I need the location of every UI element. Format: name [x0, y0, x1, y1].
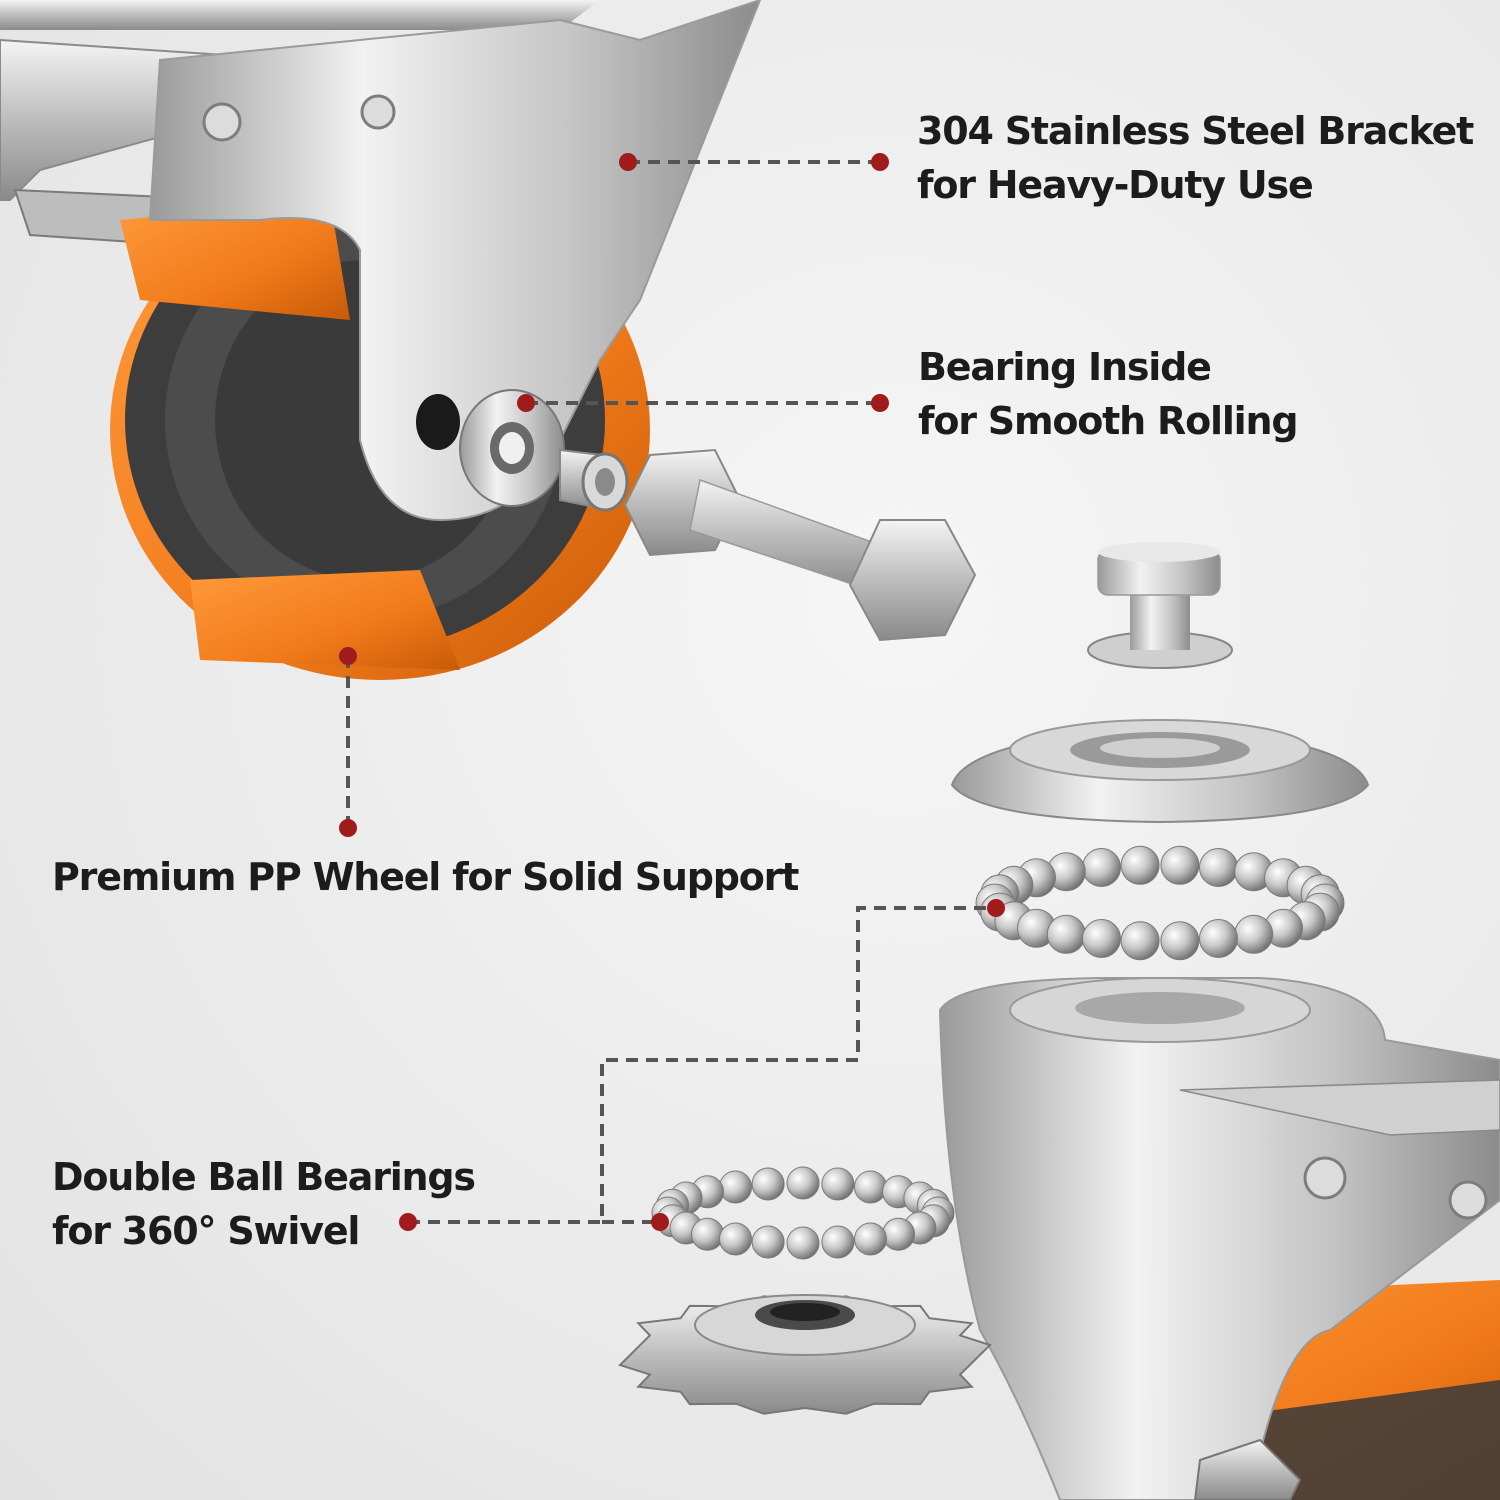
- rivet: [360, 94, 396, 130]
- callout-swivel: Double Ball Bearings for 360° Swivel: [52, 1150, 476, 1258]
- dot-wheel-label: [339, 819, 357, 837]
- steel-ball: [719, 1222, 752, 1256]
- steel-ball: [1082, 848, 1121, 887]
- dot-bearing-part: [517, 394, 535, 412]
- rivet: [1303, 1156, 1347, 1200]
- callout-wheel: Premium PP Wheel for Solid Support: [52, 850, 799, 904]
- callout-bracket: 304 Stainless Steel Bracket for Heavy-Du…: [917, 104, 1474, 212]
- raceway-plate: [950, 719, 1370, 824]
- toothed-washer: [618, 1294, 992, 1415]
- dot-upper-ring: [987, 899, 1005, 917]
- steel-ball: [1120, 845, 1160, 885]
- bearing-ring: [459, 389, 565, 507]
- steel-ball: [1199, 848, 1238, 887]
- callout-dots: [339, 153, 1005, 1231]
- steel-ball: [821, 1167, 855, 1201]
- steel-ball: [1120, 921, 1160, 961]
- top-caster: [0, 0, 977, 680]
- steel-ball: [1199, 919, 1238, 958]
- callout-bearing-line2: for Smooth Rolling: [918, 399, 1299, 443]
- bottom-caster: [938, 977, 1500, 1500]
- axle-spacer: [559, 448, 629, 512]
- steel-ball: [1046, 914, 1086, 954]
- steel-ball: [786, 1166, 820, 1200]
- steel-ball: [691, 1217, 724, 1251]
- axle-bolt: [623, 448, 977, 642]
- callout-bracket-line2: for Heavy-Duty Use: [917, 163, 1314, 207]
- kingpin: [1087, 542, 1233, 669]
- callout-bracket-line1: 304 Stainless Steel Bracket: [917, 109, 1474, 153]
- steel-ball: [1160, 845, 1200, 885]
- leader-swivel-upper: [408, 906, 996, 1224]
- axle-nut: [1193, 1438, 1302, 1500]
- steel-ball: [1160, 921, 1200, 961]
- steel-ball: [1234, 914, 1274, 954]
- rivet: [1448, 1180, 1488, 1220]
- dot-wheel-part: [339, 647, 357, 665]
- steel-ball: [821, 1225, 855, 1259]
- callout-wheel-line1: Premium PP Wheel for Solid Support: [52, 855, 799, 899]
- rivet: [202, 102, 242, 142]
- steel-ball: [854, 1170, 887, 1204]
- dot-bearing-label: [871, 394, 889, 412]
- upper-ball-ring: [975, 845, 1345, 961]
- dot-bracket-label: [871, 153, 889, 171]
- steel-ball: [751, 1167, 785, 1201]
- callout-bearing: Bearing Inside for Smooth Rolling: [918, 340, 1299, 448]
- dot-swivel-label: [399, 1213, 417, 1231]
- callout-swivel-line2: for 360° Swivel: [52, 1209, 360, 1253]
- callout-swivel-line1: Double Ball Bearings: [52, 1155, 476, 1199]
- steel-ball: [786, 1226, 820, 1260]
- lower-ball-ring: [651, 1166, 955, 1260]
- dot-bracket-part: [619, 153, 637, 171]
- steel-ball: [1082, 919, 1121, 958]
- steel-ball: [719, 1170, 752, 1204]
- steel-ball: [854, 1222, 887, 1256]
- axle-hole: [416, 394, 460, 450]
- dot-lower-ring: [651, 1213, 669, 1231]
- callout-leaders: [346, 160, 996, 1224]
- mount-plate: [0, 0, 600, 30]
- steel-ball: [882, 1217, 915, 1251]
- steel-ball: [751, 1225, 785, 1259]
- callout-bearing-line1: Bearing Inside: [918, 345, 1212, 389]
